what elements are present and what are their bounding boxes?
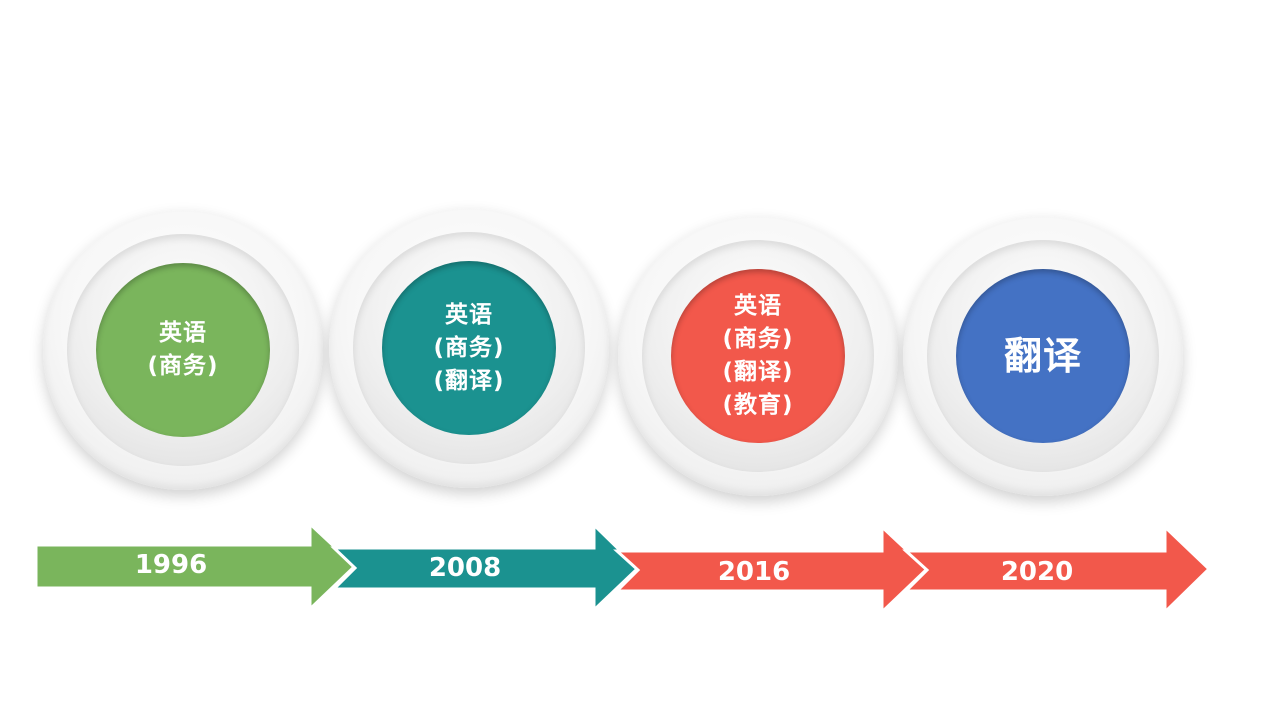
milestone-circle-2008: 英语 (商务) (翻译) bbox=[329, 208, 609, 488]
milestone-line: (翻译) bbox=[722, 359, 794, 385]
arrow-shape bbox=[330, 521, 641, 614]
year-label-2020: 2020 bbox=[1000, 557, 1074, 587]
milestone-disc: 英语 (商务) (翻译) bbox=[382, 261, 556, 435]
milestone-line: (商务) bbox=[147, 353, 219, 379]
arrow-shape bbox=[34, 520, 358, 613]
milestone-disc: 翻译 bbox=[956, 269, 1130, 443]
milestone-line: (教育) bbox=[722, 392, 794, 418]
milestone-line: (商务) bbox=[433, 334, 505, 361]
arrow-shape bbox=[902, 523, 1212, 616]
year-label-2008: 2008 bbox=[428, 553, 502, 583]
milestone-circle-2020: 翻译 bbox=[903, 216, 1183, 496]
milestone-line: 翻译 bbox=[1003, 334, 1082, 378]
milestone-line: 英语 bbox=[159, 320, 207, 346]
milestone-line: (商务) bbox=[722, 326, 794, 352]
year-label-1996: 1996 bbox=[134, 550, 208, 580]
arrow-shape bbox=[613, 523, 930, 616]
milestone-line: 英语 bbox=[445, 301, 493, 328]
milestone-circle-2016: 英语 (商务) (翻译) (教育) bbox=[618, 216, 898, 496]
milestone-disc: 英语 (商务) bbox=[96, 263, 270, 437]
milestone-disc: 英语 (商务) (翻译) (教育) bbox=[671, 269, 845, 443]
milestone-line: 英语 bbox=[734, 293, 782, 319]
year-label-2016: 2016 bbox=[717, 557, 791, 587]
milestone-circle-1996: 英语 (商务) bbox=[43, 210, 323, 490]
milestone-line: (翻译) bbox=[433, 367, 505, 394]
